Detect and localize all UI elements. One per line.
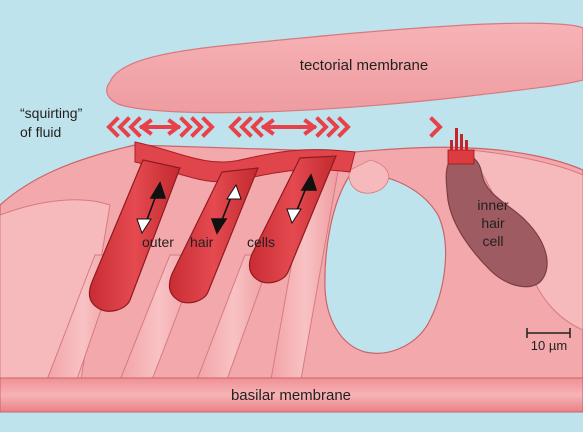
inner-hair-cell-label-line3: cell (482, 233, 503, 249)
hair-label: hair (190, 234, 214, 250)
inner-hair-cell-top (448, 150, 474, 164)
inner-hair-cell-label-line1: inner (477, 197, 508, 213)
tectorial-membrane-label: tectorial membrane (300, 57, 428, 74)
cells-label: cells (247, 234, 275, 250)
squirting-label-line1: “squirting” (20, 105, 83, 121)
scale-bar-label: 10 µm (531, 338, 567, 353)
inner-hair-cell-label-line2: hair (481, 215, 505, 231)
squirting-label-line2: of fluid (20, 124, 61, 140)
outer-label: outer (142, 234, 174, 250)
basilar-membrane-label: basilar membrane (231, 387, 351, 404)
